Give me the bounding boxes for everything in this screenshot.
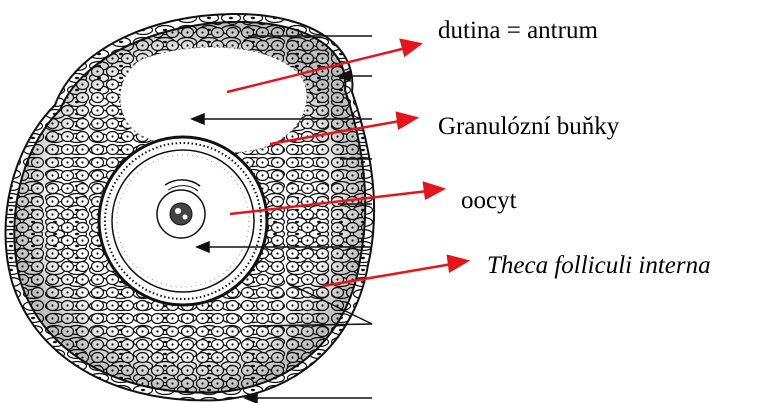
oocyte bbox=[99, 137, 267, 305]
label-granulosa-cells: Granulózní buňky bbox=[438, 112, 619, 142]
label-antrum: dutina = antrum bbox=[438, 16, 598, 46]
label-theca-folliculi-interna: Theca folliculi interna bbox=[487, 251, 711, 281]
antrum-cavity bbox=[120, 47, 307, 153]
label-oocyte: oocyt bbox=[461, 186, 517, 216]
